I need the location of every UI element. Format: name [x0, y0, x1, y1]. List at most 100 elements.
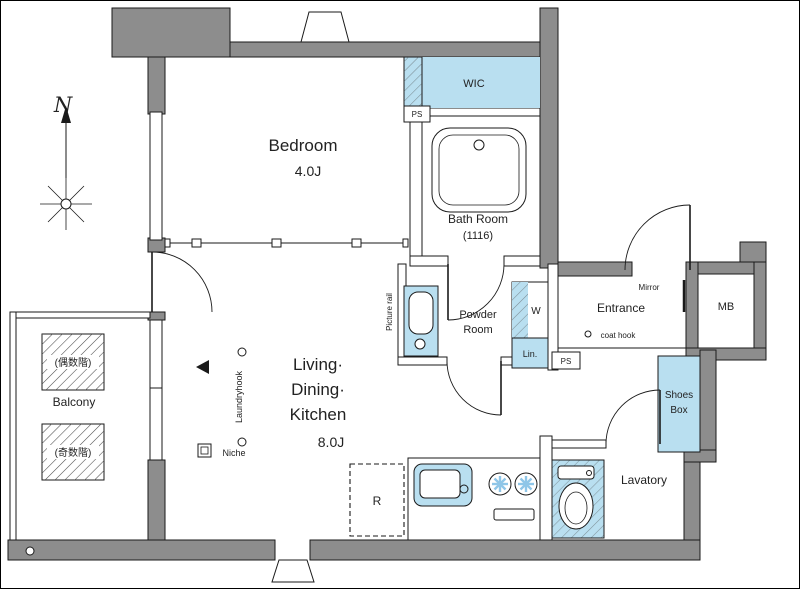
powder-room-door: [446, 360, 502, 416]
wic-label: WIC: [463, 78, 484, 90]
vanity-basin: [408, 291, 434, 335]
lavatory: Shoes Box Lavatory: [551, 355, 701, 539]
direction-marker: [196, 360, 209, 374]
wall-segment: [397, 356, 448, 366]
pipe-space-label: PS: [412, 110, 423, 119]
picture-rail-label: Picture rail: [385, 293, 394, 331]
wall-segment: [147, 56, 166, 115]
partition-panel-even: (偶数階): [41, 333, 105, 391]
wall-segment: [409, 111, 423, 259]
bedroom-label: Bedroom: [269, 136, 338, 155]
mirror-label: Mirror: [639, 283, 660, 292]
wall-segment: [7, 539, 276, 561]
wall-segment: [551, 439, 607, 449]
shoes-box: [657, 355, 701, 453]
wall-segment: [419, 107, 541, 117]
toilet-flush-icon: [586, 470, 592, 476]
powder-room-label2: Room: [463, 324, 492, 336]
vanity-faucet-icon: [414, 338, 426, 350]
wic-floor: [422, 57, 540, 108]
balcony-rail: [9, 311, 17, 541]
wall-segment: [539, 435, 553, 541]
lavatory-door: [605, 389, 661, 445]
toilet-bowl-inner: [564, 491, 588, 525]
niche-label: Niche: [222, 448, 245, 458]
linen-label: Lin.: [523, 349, 538, 359]
wall-segment: [147, 311, 166, 321]
pipe-space-label-2: PS: [561, 357, 572, 366]
toilet-bowl-icon: [558, 482, 594, 530]
meter-box-label: MB: [718, 301, 735, 313]
ldk-label-line3: Kitchen: [290, 405, 347, 424]
balcony-door: [151, 251, 213, 313]
vent-top: [300, 11, 350, 43]
laundry-hook-icon: [237, 347, 247, 357]
wall-segment: [309, 539, 701, 561]
sliding-partition: [164, 238, 409, 248]
stove-icon: [488, 472, 538, 521]
wall-segment: [539, 7, 559, 269]
balcony: (偶数階) Balcony (奇数階): [9, 311, 151, 556]
north-label: N: [53, 93, 73, 117]
entrance-door: [624, 204, 691, 271]
shoes-box-label2: Box: [670, 405, 687, 416]
wall-segment: [229, 41, 543, 58]
doors: [151, 204, 691, 445]
openings: [149, 11, 350, 583]
wic: WIC PS: [403, 56, 540, 123]
structural-walls: [7, 7, 767, 561]
utility-column: W Lin. PS: [511, 281, 581, 370]
pipe-space-box-2: [551, 351, 581, 370]
fridge-space-label: R: [373, 494, 382, 508]
kitchen: R: [349, 457, 541, 541]
wall-segment: [147, 459, 166, 541]
washer-label: W: [531, 306, 541, 317]
ldk-label-line2: Dining·: [291, 380, 345, 399]
kitchen-faucet-icon: [459, 484, 469, 494]
toilet-tank-icon: [557, 465, 595, 480]
vent-bottom: [271, 559, 315, 583]
wall-segment: [503, 255, 541, 267]
compass-icon: N: [40, 93, 92, 230]
bathroom: Bath Room (1116): [431, 127, 527, 242]
balcony-rail: [9, 311, 151, 319]
ldk: Living· Dining· Kitchen 8.0J Laundryhook…: [196, 347, 347, 458]
niche-icon: [197, 443, 212, 458]
linen-box: [511, 337, 549, 369]
coat-hook-icon: [584, 330, 592, 338]
balcony-window: [149, 319, 163, 461]
shoes-box-label: Shoes: [665, 390, 693, 401]
laundry-hook-icon: [237, 437, 247, 447]
drain-icon: [25, 546, 35, 556]
wic-door-hatch: [404, 57, 422, 108]
ldk-label-line1: Living·: [293, 355, 343, 374]
powder-room-label: Powder: [459, 309, 497, 321]
wall-segment: [739, 241, 767, 263]
lavatory-label: Lavatory: [621, 473, 667, 487]
fridge-space: [349, 463, 405, 537]
wall-segment: [111, 7, 231, 58]
wall-segment: [685, 261, 699, 361]
wall-segment: [699, 349, 717, 463]
laundry-hook-label: Laundryhook: [234, 370, 244, 423]
coat-hook-label: coat hook: [601, 331, 637, 340]
bathroom-size-label: (1116): [463, 230, 493, 242]
entrance: Entrance Mirror coat hook MB: [558, 280, 735, 349]
wall-segment: [409, 255, 449, 267]
bathtub-drain-icon: [473, 139, 485, 151]
powder-room: Powder Room Picture rail: [385, 285, 497, 357]
washer-door-hatch: [512, 282, 528, 338]
bathroom-label: Bath Room: [448, 212, 508, 226]
bathroom-door: [447, 263, 505, 321]
kitchen-sink-basin: [419, 469, 461, 499]
grill-icon: [493, 508, 535, 521]
wall-segment: [753, 261, 767, 361]
pipe-space-box: [403, 105, 431, 123]
partition-panel-even-label: (偶数階): [55, 356, 92, 369]
bathtub-icon: [431, 127, 527, 213]
entrance-label: Entrance: [597, 301, 645, 315]
bedroom-size-label: 4.0J: [295, 163, 321, 179]
bathtub-inner: [438, 134, 520, 206]
